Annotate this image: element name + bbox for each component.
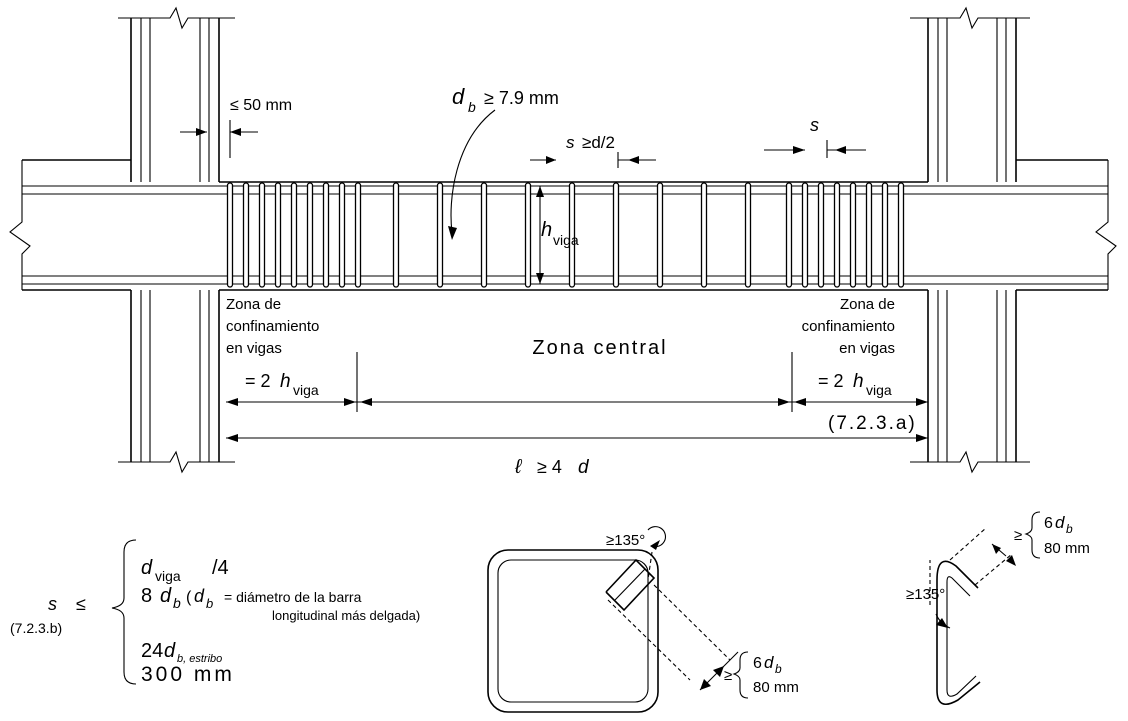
stirrup [785, 182, 793, 288]
crosstie-detail: ≥135° ≥ 6 d b 80 mm [906, 511, 1090, 706]
zone-right-line3: en vigas [839, 340, 895, 357]
stirrup [392, 182, 400, 288]
db-relation: ≥ 7.9 mm [484, 88, 559, 108]
ell-d: d [578, 457, 590, 478]
zone-right-line1: Zona de [840, 296, 895, 313]
h-subscript: viga [553, 232, 579, 248]
crosstie-len-b: b [1066, 522, 1073, 536]
stirrup [744, 182, 752, 288]
right-column [910, 6, 1030, 474]
zone-left-line3: en vigas [226, 340, 282, 357]
f2-note2: longitudinal más delgada) [272, 608, 420, 623]
f1-d: d [141, 557, 153, 579]
stirrup [226, 182, 234, 288]
len-left-h: h [280, 371, 291, 392]
f3-d: d [164, 640, 176, 662]
stirrup [568, 182, 576, 288]
formula-leq: ≤ [76, 594, 86, 614]
stirrup [849, 182, 857, 288]
closed-len-d: d [764, 653, 774, 672]
f3-sub: b, estribo [177, 653, 222, 665]
closed-len-b: b [775, 662, 782, 676]
stirrup [881, 182, 889, 288]
f2-prefix: 8 [141, 585, 152, 607]
max-cover-label: ≤ 50 mm [230, 97, 292, 114]
len-right-sub: viga [866, 382, 892, 398]
len-right-h: h [853, 371, 864, 392]
formula-ref-b: (7.2.3.b) [10, 620, 62, 636]
f2-paren: ( [186, 589, 192, 606]
stirrup [480, 182, 488, 288]
s-center-relation: ≥d/2 [582, 133, 615, 152]
closed-stirrup-detail: ≥135° ≥ 6 d b 80 mm [487, 526, 799, 713]
crosstie-len-d: d [1055, 513, 1065, 532]
left-column [118, 6, 235, 474]
len-left-prefix: = 2 [245, 371, 271, 391]
zone-right-line2: confinamiento [802, 318, 895, 335]
zone-left-line2: confinamiento [226, 318, 319, 335]
stirrup [612, 182, 620, 288]
stirrup [656, 182, 664, 288]
f2-note-d: d [194, 586, 205, 606]
f2-d: d [160, 585, 172, 607]
formula-brace [111, 539, 137, 685]
stirrup [897, 182, 905, 288]
ell-relation: ≥ 4 [537, 457, 562, 477]
f2-note: = diámetro de la barra [224, 589, 362, 605]
dimensions: ≤ 50 mm d b ≥ 7.9 mm s ≥d/2 s h viga [180, 84, 928, 442]
f1-tail: /4 [212, 557, 229, 579]
stirrup [865, 182, 873, 288]
stirrup [436, 182, 444, 288]
h-symbol: h [541, 219, 552, 241]
stirrup [817, 182, 825, 288]
f1-sub: viga [155, 568, 181, 584]
zone-center-label: Zona central [532, 337, 667, 359]
stirrups-group [226, 182, 905, 288]
formula-s: s [48, 594, 57, 614]
crosstie-len-80: 80 mm [1044, 540, 1090, 557]
stirrup [833, 182, 841, 288]
stirrup [700, 182, 708, 288]
len-right-prefix: = 2 [818, 371, 844, 391]
crosstie-angle-label: ≥135° [906, 586, 945, 603]
crosstie-len-sym: ≥ [1014, 527, 1022, 544]
f2-note-sub: b [206, 596, 213, 611]
s-center-symbol: s [566, 133, 575, 152]
stirrup [258, 182, 266, 288]
crosstie-len-6: 6 [1044, 515, 1053, 532]
stirrup [524, 182, 532, 288]
spacing-formula: s ≤ (7.2.3.b) d viga /4 8 d b ( d b = di… [10, 539, 420, 686]
closed-angle-label: ≥135° [606, 532, 645, 549]
stirrup [354, 182, 362, 288]
stirrup [274, 182, 282, 288]
db-symbol: d [452, 84, 465, 109]
len-left-sub: viga [293, 382, 319, 398]
stirrup [306, 182, 314, 288]
stirrup [338, 182, 346, 288]
stirrup [242, 182, 250, 288]
beam [9, 159, 1117, 291]
stirrup [801, 182, 809, 288]
f3-prefix: 24 [141, 640, 163, 662]
stirrup [290, 182, 298, 288]
zone-labels: Zona de confinamiento en vigas Zona de c… [226, 296, 917, 478]
ref-a-label: (7.2.3.a) [828, 413, 917, 434]
closed-len-6: 6 [753, 655, 762, 672]
closed-len-80: 80 mm [753, 679, 799, 696]
zone-left-line1: Zona de [226, 296, 281, 313]
f2-sub: b [173, 595, 181, 611]
ell-symbol: ℓ [514, 456, 523, 478]
stirrup [322, 182, 330, 288]
db-subscript: b [468, 99, 476, 115]
s-right-symbol: s [810, 115, 819, 135]
closed-len-sym: ≥ [724, 667, 732, 684]
f4-value: 300 mm [141, 663, 235, 686]
